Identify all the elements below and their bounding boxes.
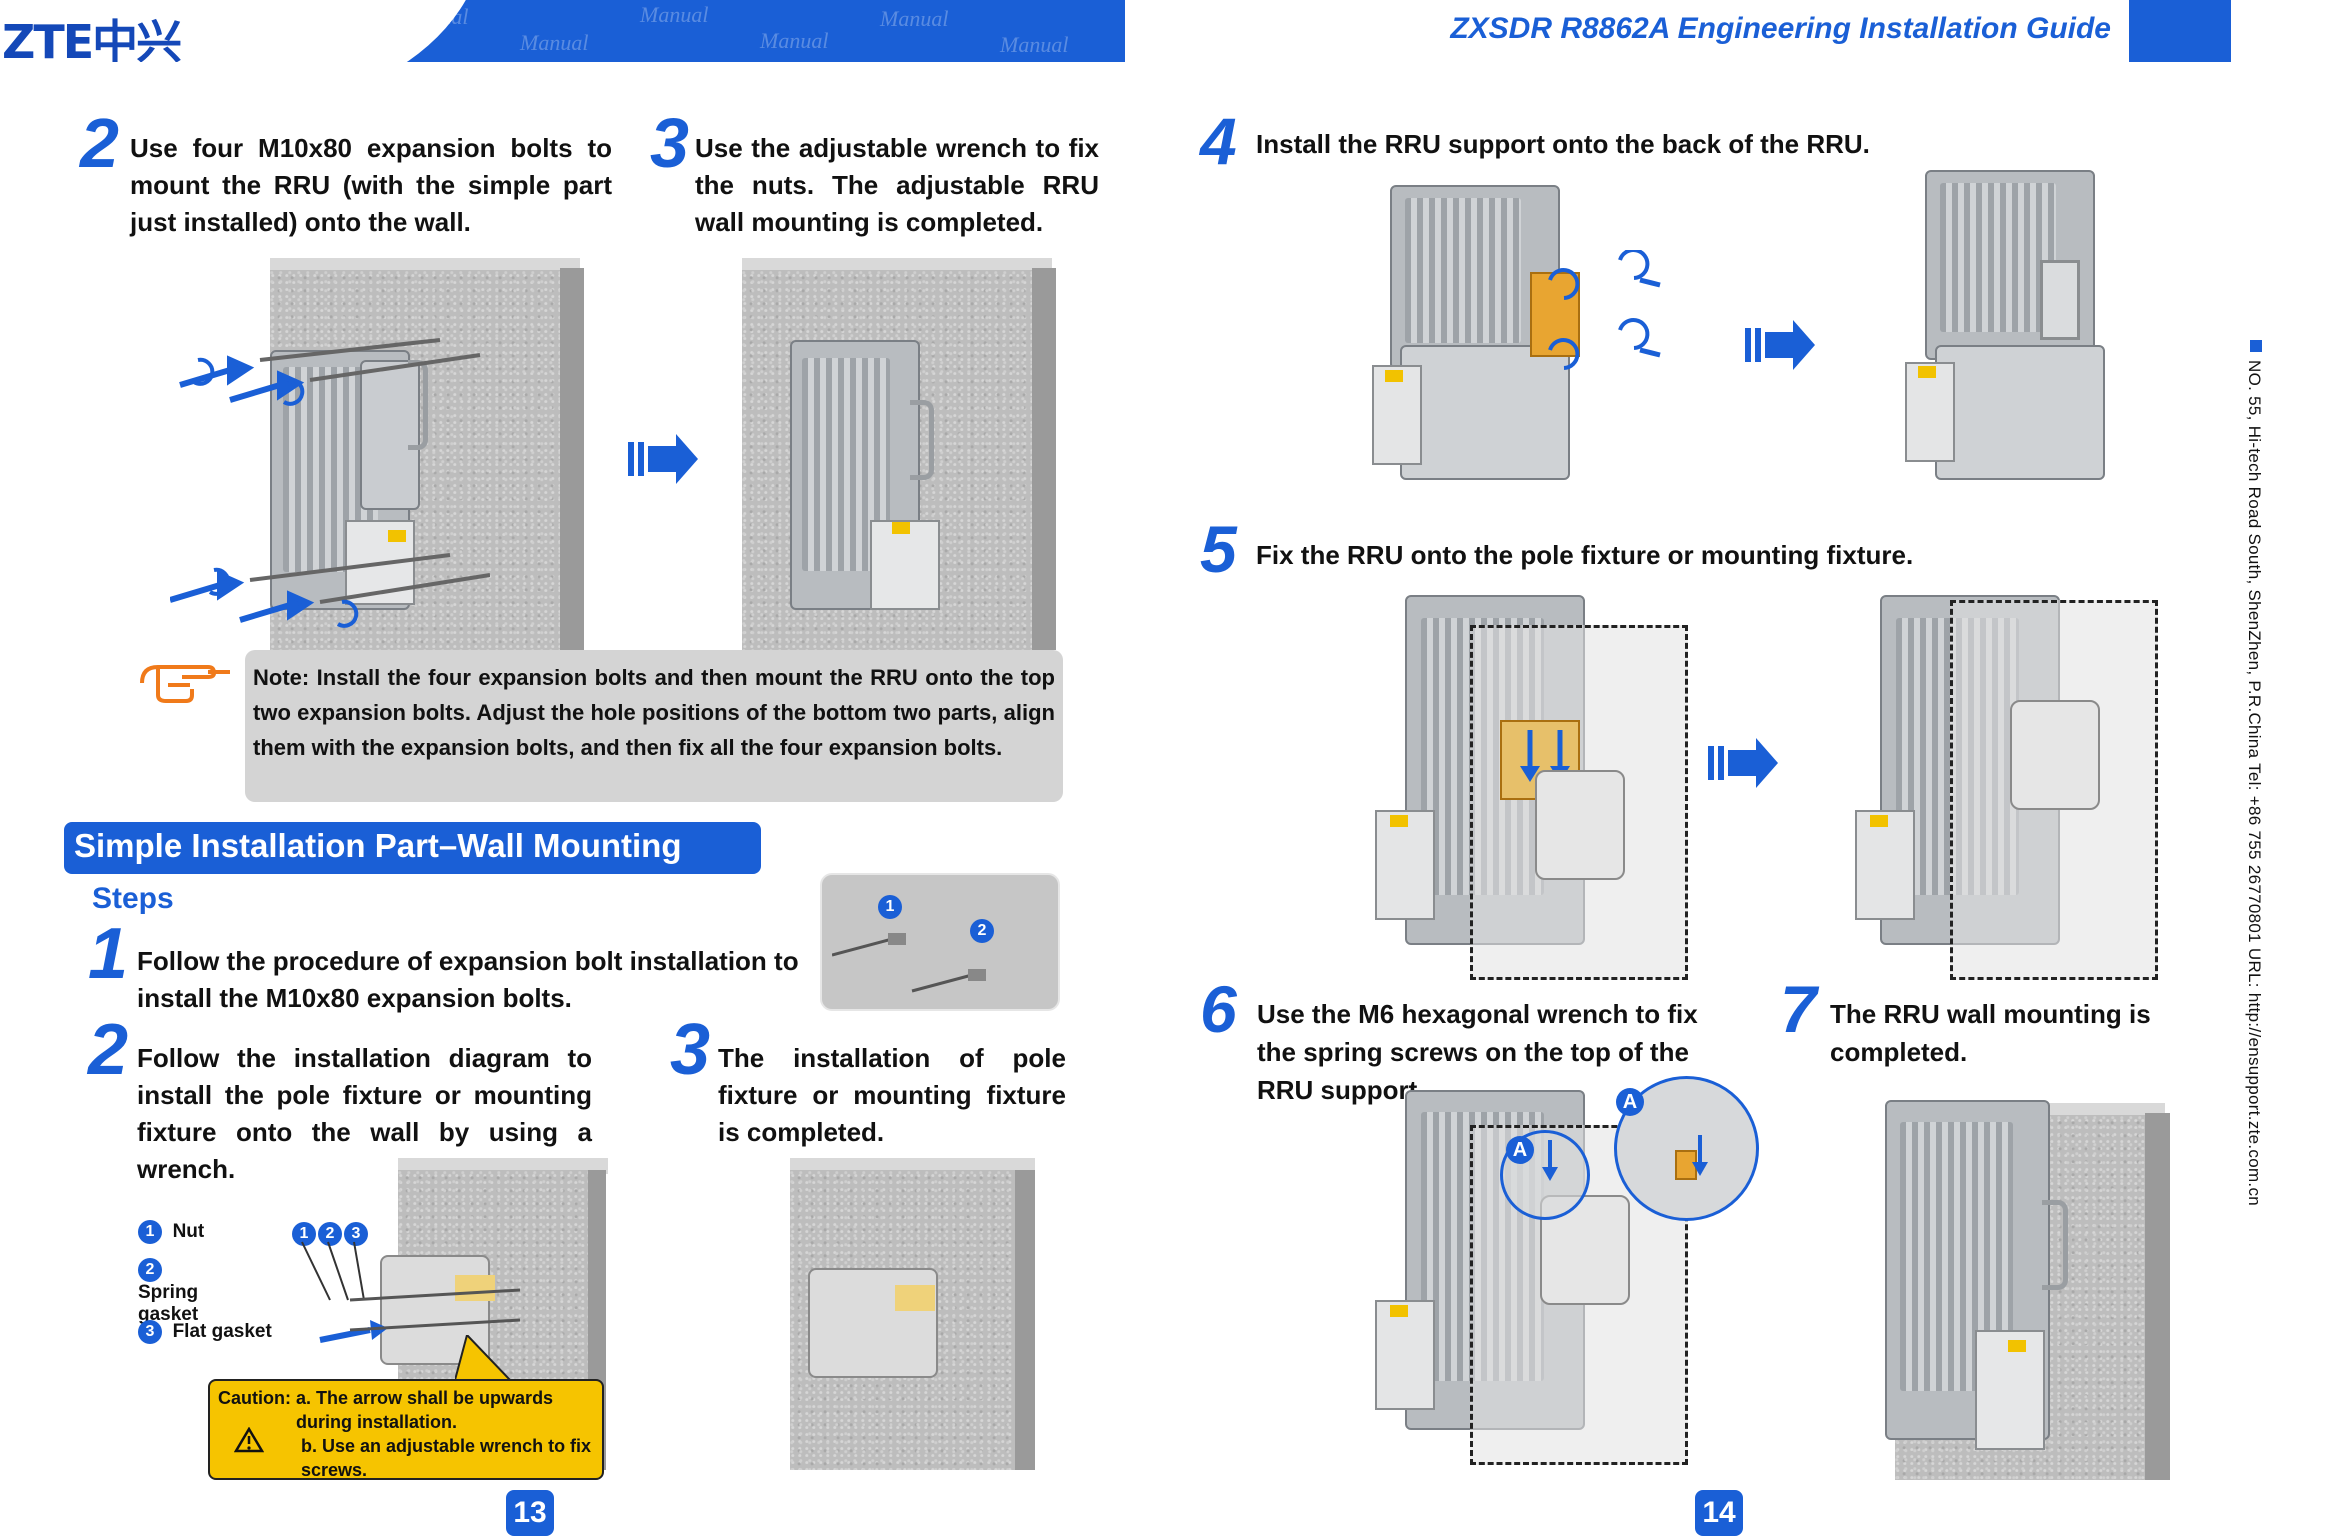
caution-box: Caution: a. The arrow shall be upwards d… [208, 1379, 604, 1480]
step-number: 1 [88, 914, 129, 994]
bolt-inset: 1 2 [820, 873, 1060, 1011]
callout-number: 3 [344, 1222, 368, 1246]
step-number: 4 [1200, 104, 1237, 178]
zte-logo: ZTE中兴 [2, 15, 182, 62]
zoom-label: A [1616, 1088, 1644, 1116]
callout-number: 2 [970, 919, 994, 943]
callout-number: 1 [878, 895, 902, 919]
side-contact: NO. 55, Hi-tech Road South, ShenZhen, P.… [2240, 340, 2280, 1260]
callout-number: 1 [292, 1222, 316, 1246]
step-number: 5 [1200, 512, 1237, 586]
callout-number: 2 [318, 1222, 342, 1246]
step-number: 6 [1200, 972, 1237, 1046]
step-text: Use the M6 hexagonal wrench to fix the s… [1257, 999, 1698, 1105]
header-tab [2129, 0, 2231, 62]
legend-item: 1 Nut [138, 1220, 204, 1244]
step-number: 7 [1780, 972, 1817, 1046]
guide-title: ZXSDR R8862A Engineering Installation Gu… [1450, 12, 2111, 45]
steps-heading: Steps [92, 882, 174, 915]
bullet-square [2250, 340, 2262, 352]
step-number: 3 [650, 104, 689, 182]
caution-pointer [455, 1335, 513, 1381]
caution-line: b. Use an adjustable wrench to fix screw… [301, 1436, 592, 1480]
zoom-label: A [1506, 1136, 1534, 1164]
watermark-text: Manual [760, 28, 829, 53]
watermark-text: Manual [1000, 32, 1069, 57]
caution-label: Caution: [218, 1388, 291, 1408]
step-number: 2 [88, 1010, 129, 1090]
step-text: Use four M10x80 expansion bolts to mount… [130, 133, 612, 237]
left-header-band: Manual Manual Manual Manual Manual Manua… [0, 0, 1125, 62]
next-arrow-icon [1708, 738, 1778, 788]
step-number: 2 [80, 104, 119, 182]
step-number: 3 [670, 1010, 711, 1090]
step-text: Use the adjustable wrench to fix the nut… [695, 133, 1099, 237]
step-text: The installation of pole fixture or moun… [718, 1043, 1066, 1147]
step-text: Install the RRU support onto the back of… [1256, 129, 1870, 159]
pointing-hand-icon [140, 665, 230, 703]
next-arrow-icon [1745, 320, 1815, 370]
step-text: Follow the installation diagram to insta… [137, 1043, 592, 1184]
page-number: 13 [506, 1490, 554, 1536]
watermark-text: Manual [880, 6, 949, 31]
logo-area [0, 0, 380, 62]
step-text: Fix the RRU onto the pole fixture or mou… [1256, 540, 1914, 570]
step-text: Follow the procedure of expansion bolt i… [137, 946, 799, 1013]
watermark-text: Manual [520, 30, 589, 55]
note-box: Note: Install the four expansion bolts a… [245, 650, 1063, 802]
next-arrow-icon [628, 434, 698, 484]
contact-text: NO. 55, Hi-tech Road South, ShenZhen, P.… [2245, 360, 2264, 1207]
caution-line: a. The arrow shall be upwards during ins… [296, 1388, 554, 1432]
warning-icon [234, 1427, 264, 1453]
bolt-arrows-svg [170, 338, 490, 628]
page-number: 14 [1695, 1490, 1743, 1536]
legend-item: 3 Flat gasket [138, 1320, 272, 1344]
right-header-band: ZXSDR R8862A Engineering Installation Gu… [1125, 0, 2231, 62]
watermark-text: Manual [640, 2, 709, 27]
step-text: The RRU wall mounting is completed. [1830, 999, 2151, 1067]
section-title: Simple Installation Part–Wall Mounting [64, 822, 761, 874]
